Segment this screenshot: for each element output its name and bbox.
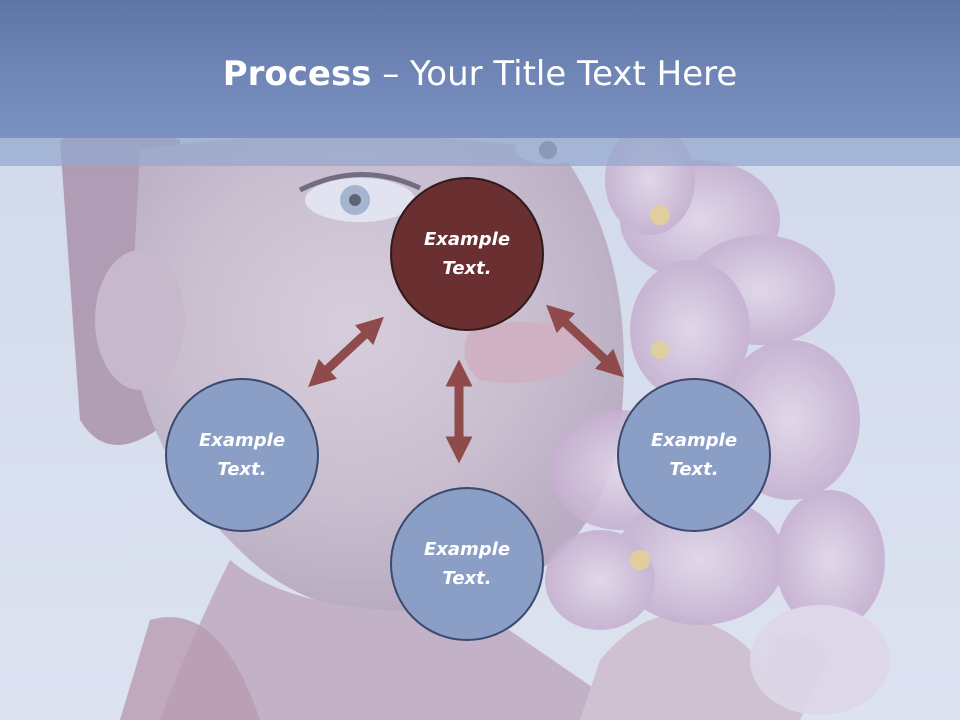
node-label-left: Example Text. [198, 430, 286, 480]
arrow-top-right [546, 304, 624, 378]
slide-title: Process – Your Title Text Here [0, 52, 960, 96]
title-rest: – Your Title Text Here [371, 54, 738, 94]
arrow-top-left [308, 316, 384, 388]
process-node-left: Example Text. [165, 378, 319, 532]
process-node-top: Example Text. [390, 177, 544, 331]
process-node-bottom: Example Text. [390, 487, 544, 641]
node-label-top: Example Text. [423, 229, 511, 279]
process-node-right: Example Text. [617, 378, 771, 532]
title-bar [0, 0, 960, 138]
title-strip [0, 138, 960, 166]
node-label-bottom: Example Text. [423, 539, 511, 589]
title-bold: Process [222, 54, 372, 94]
node-label-right: Example Text. [650, 430, 738, 480]
